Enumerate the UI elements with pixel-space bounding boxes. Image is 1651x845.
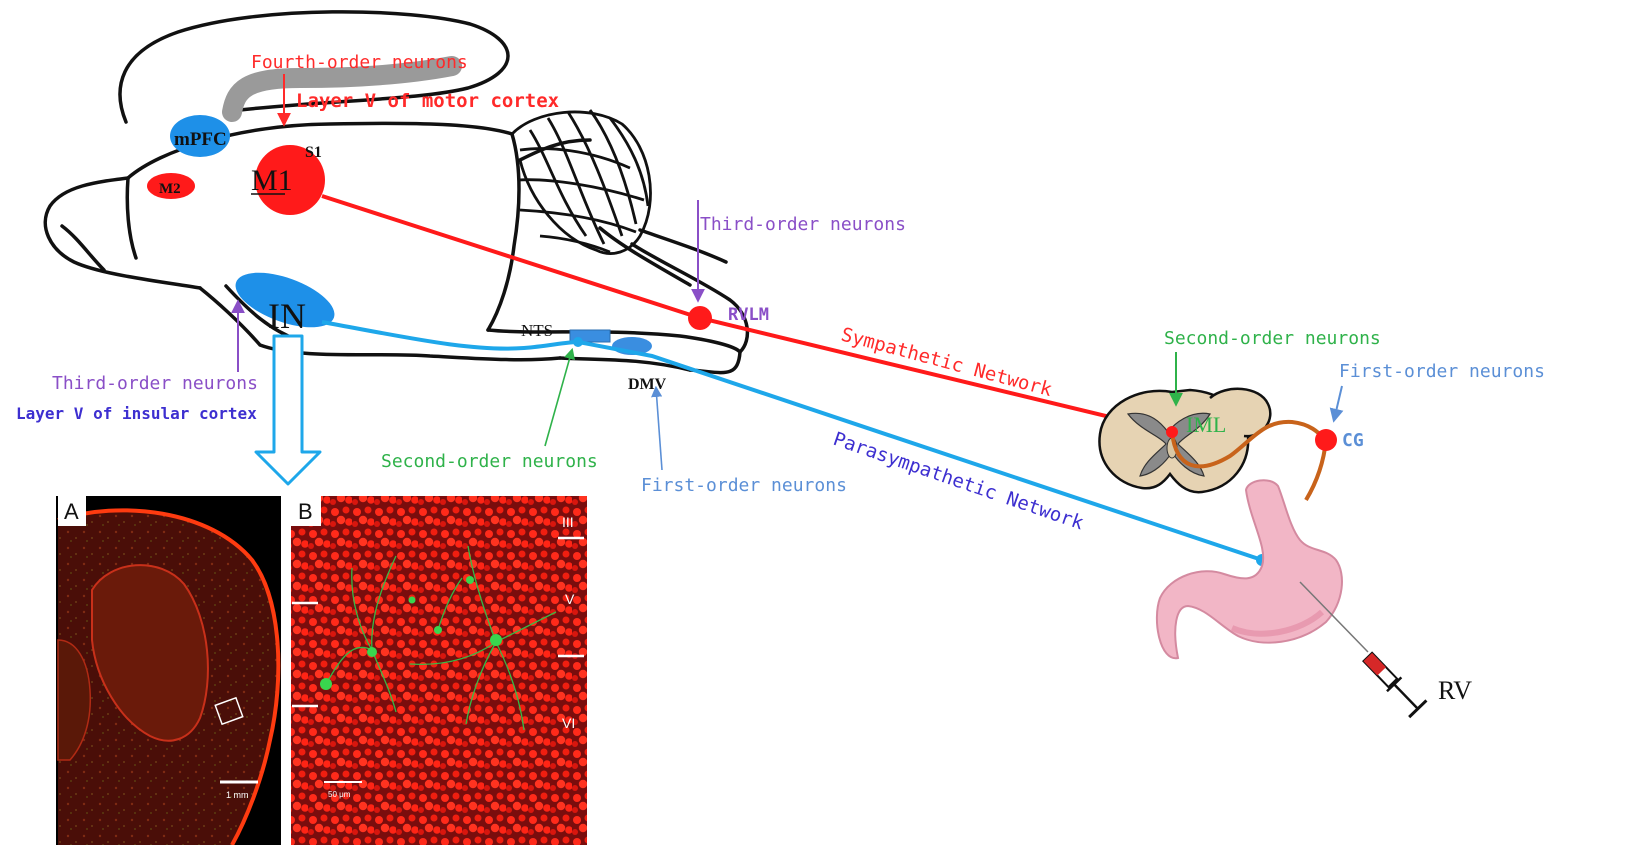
panel-b-scale-label: 50 μm	[328, 790, 351, 799]
layer-v-motor-label: Layer V of motor cortex	[296, 90, 559, 112]
second-order-bottom-label: Second-order neurons	[381, 451, 598, 472]
mpfc-label: mPFC	[174, 129, 227, 150]
first-order-right-arrow	[1334, 386, 1342, 420]
panel-b-micrograph: B III V VI 50 μm	[291, 496, 587, 845]
spinal-cord-section	[1099, 389, 1270, 492]
in-label: IN	[268, 296, 306, 336]
s1-label: S1	[305, 144, 322, 161]
fourth-order-label: Fourth-order neurons	[251, 52, 468, 73]
first-order-bottom-arrow	[656, 388, 662, 470]
rvlm-label: RVLM	[728, 305, 769, 325]
cerebellum	[512, 110, 650, 254]
stomach-illustration	[1157, 480, 1342, 658]
cg-node	[1315, 429, 1337, 451]
second-order-bottom-arrow	[545, 350, 572, 446]
nts-label: NTS	[521, 321, 553, 340]
dmv-label: DMV	[628, 376, 667, 393]
third-order-left-label: Third-order neurons	[52, 373, 258, 394]
rv-label: RV	[1438, 676, 1472, 705]
iml-label: IML	[1186, 412, 1226, 437]
layer-v-insular-label: Layer V of insular cortex	[16, 404, 257, 423]
m2-label: M2	[159, 181, 181, 197]
syringe-icon	[1300, 582, 1426, 717]
parasympathetic-network-label: Parasympathetic Network	[830, 428, 1086, 535]
iml-node	[1166, 426, 1178, 438]
third-order-top-label: Third-order neurons	[700, 214, 906, 235]
panel-b-letter: B	[298, 499, 313, 524]
panel-b-layer-iii: III	[562, 514, 574, 530]
panel-a-micrograph: A 1 mm	[56, 496, 281, 845]
panel-b-layer-v: V	[565, 591, 575, 607]
first-order-bottom-label: First-order neurons	[641, 475, 847, 496]
sympathetic-network-label: Sympathetic Network	[839, 324, 1055, 402]
panel-b-layer-vi: VI	[562, 715, 575, 731]
panel-a-letter: A	[64, 499, 79, 524]
m1-label: M1	[251, 164, 293, 197]
panel-a-scale-label: 1 mm	[226, 790, 249, 800]
nts-node	[573, 337, 583, 347]
first-order-right-label: First-order neurons	[1339, 361, 1545, 382]
zoom-down-arrow	[256, 336, 320, 484]
second-order-right-label: Second-order neurons	[1164, 328, 1381, 349]
cg-label: CG	[1342, 430, 1364, 451]
